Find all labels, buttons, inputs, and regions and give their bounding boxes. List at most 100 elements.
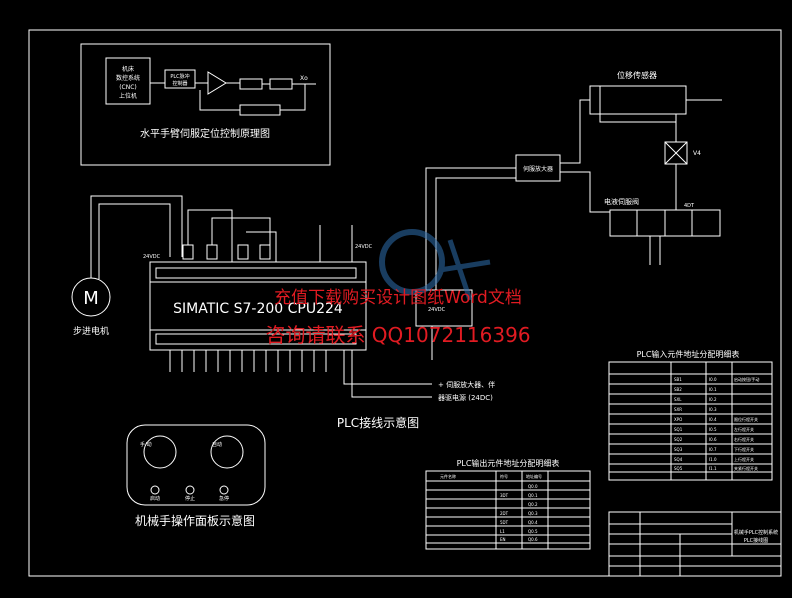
relay-4 [259, 244, 271, 260]
valve-label: V4 [693, 150, 701, 157]
relay-2 [206, 244, 218, 260]
mode-knob [143, 435, 177, 469]
plc-v-label-right: 24VDC [355, 244, 373, 250]
input-row-1-symbol: SB2 [674, 387, 682, 392]
schematic-box [80, 43, 331, 166]
servo-amplifier [515, 154, 561, 182]
plc-top-terminals [155, 267, 357, 279]
input-row-4-address: I0.4 [709, 417, 717, 422]
input-row-8-symbol: SQ4 [674, 457, 683, 462]
output-row-6-symbol: EN [500, 537, 506, 542]
button-label-stop: 停止 [185, 495, 195, 502]
displacement-sensor [589, 85, 687, 115]
knob-label-1: 手/动 [140, 441, 152, 448]
watermark-line2: 咨询请联系 QQ1072116396 [265, 323, 530, 347]
input-row-1-address: I0.1 [709, 387, 717, 392]
operation-panel [126, 424, 266, 506]
input-row-0-symbol: SB1 [674, 377, 682, 382]
estop-button-symbol [219, 485, 229, 495]
input-table [608, 361, 773, 481]
notes-line2: 器驱电源 (24DC) [438, 393, 493, 402]
input-row-4-symbol: XPO [674, 417, 682, 422]
schematic-title: 水平手臂伺服定位控制原理图 [140, 127, 270, 140]
expansion-module [415, 289, 473, 327]
servo-box-label: 伺服放大器 [523, 165, 553, 173]
output-row-3-address: Q0.3 [528, 511, 538, 516]
solenoid-label: 电液伺服阀 [604, 197, 639, 206]
output-row-4-address: Q0.4 [528, 520, 538, 525]
panel-title: 机械手操作面板示意图 [135, 513, 255, 528]
cnc-box-line2: 数控系统 [116, 74, 140, 82]
input-row-0-address: I0.0 [709, 377, 717, 382]
promo-watermark: 充值下载购买设计图纸Word文档 咨询请联系 QQ1072116396 [265, 288, 530, 347]
input-row-2-address: I0.2 [709, 397, 717, 402]
plc-wiring-title: PLC接线示意图 [337, 415, 419, 430]
input-row-7-address: I0.7 [709, 447, 717, 452]
output-row-3-symbol: 2DT [500, 511, 509, 516]
drawing-title-line1: 机械手PLC控制系统 [734, 529, 778, 536]
relay-label: 4DT [684, 203, 695, 209]
knob-label-2: 自动 [212, 441, 222, 448]
input-row-7-symbol: SQ3 [674, 447, 683, 452]
input-row-3-symbol: SXR [674, 407, 682, 412]
cnc-box-line3: (CNC) [119, 84, 137, 91]
input-row-9-note: 夹紧行程开关 [734, 465, 758, 471]
plc-unit [149, 261, 367, 351]
output-header-name: 元件名称 [440, 473, 456, 479]
output-row-5-address: Q0.5 [528, 529, 538, 534]
input-row-9-symbol: SQ5 [674, 466, 683, 471]
cnc-box [105, 57, 151, 105]
input-row-8-note: 上行程开关 [734, 456, 754, 462]
cnc-box-line1: 机床 [122, 65, 134, 73]
plc-box-label2: 控制器 [172, 80, 187, 87]
output-table [425, 470, 591, 550]
output-table-title: PLC输出元件地址分配明细表 [457, 458, 560, 468]
watermark-line1: 充值下载购买设计图纸Word文档 [274, 288, 522, 308]
input-row-4-note: 限位行程开关 [734, 416, 758, 422]
sensor-title: 位移传感器 [617, 70, 657, 80]
button-label-estop: 急停 [219, 495, 229, 502]
input-row-6-symbol: SQ2 [674, 437, 683, 442]
notes-line1: + 伺服放大器、伴 [438, 380, 495, 389]
output-row-0-address: Q0.0 [528, 484, 538, 489]
plc-model: SIMATIC S7-200 CPU224 [173, 301, 343, 317]
button-label-start: 启动 [150, 495, 160, 502]
input-row-5-address: I0.5 [709, 427, 717, 432]
logo-watermark [379, 229, 491, 301]
input-row-2-symbol: SXL [674, 397, 682, 402]
plc-v-label-left: 24VDC [143, 254, 161, 260]
stop-button-symbol [185, 485, 195, 495]
plc-bottom-terminals [155, 333, 357, 345]
output-row-6-address: Q0.6 [528, 537, 538, 542]
input-row-0-note: 启动按钮/手动 [734, 376, 759, 382]
input-table-title: PLC输入元件地址分配明细表 [637, 349, 740, 359]
input-leads [169, 350, 327, 372]
title-block [608, 511, 782, 577]
block-1 [239, 78, 263, 90]
output-row-1-symbol: 3DT [500, 493, 509, 498]
input-row-5-note: 左行程开关 [734, 426, 754, 432]
output-row-4-symbol: 5DT [500, 520, 509, 525]
cnc-box-line4: 上位机 [119, 92, 137, 100]
input-row-7-note: 下行程开关 [734, 446, 754, 452]
plc-box-label: PLC脉冲 [170, 73, 189, 80]
speed-knob [210, 435, 244, 469]
amplifier-icon [207, 71, 227, 95]
input-row-8-address: I1.0 [709, 457, 717, 462]
input-row-3-address: I0.3 [709, 407, 717, 412]
output-table-cells: 元件名称 符号 地址编号 Q0.0 3DT Q0.1 Q0.2 2DT Q0.3… [440, 473, 542, 542]
motor-label: 步进电机 [73, 325, 109, 337]
output-row-1-address: Q0.1 [528, 493, 538, 498]
output-row-2-address: Q0.2 [528, 502, 538, 507]
input-row-6-address: I0.6 [709, 437, 717, 442]
output-label: Xo [300, 75, 308, 82]
start-button-symbol [150, 485, 160, 495]
input-row-6-note: 右行程开关 [734, 436, 754, 442]
motor-letter: M [83, 288, 99, 309]
expansion-module-label: 24VDC [428, 307, 446, 313]
drawing-frame [28, 29, 782, 577]
block-2 [269, 78, 293, 90]
output-row-5-symbol: L1 [500, 529, 505, 534]
